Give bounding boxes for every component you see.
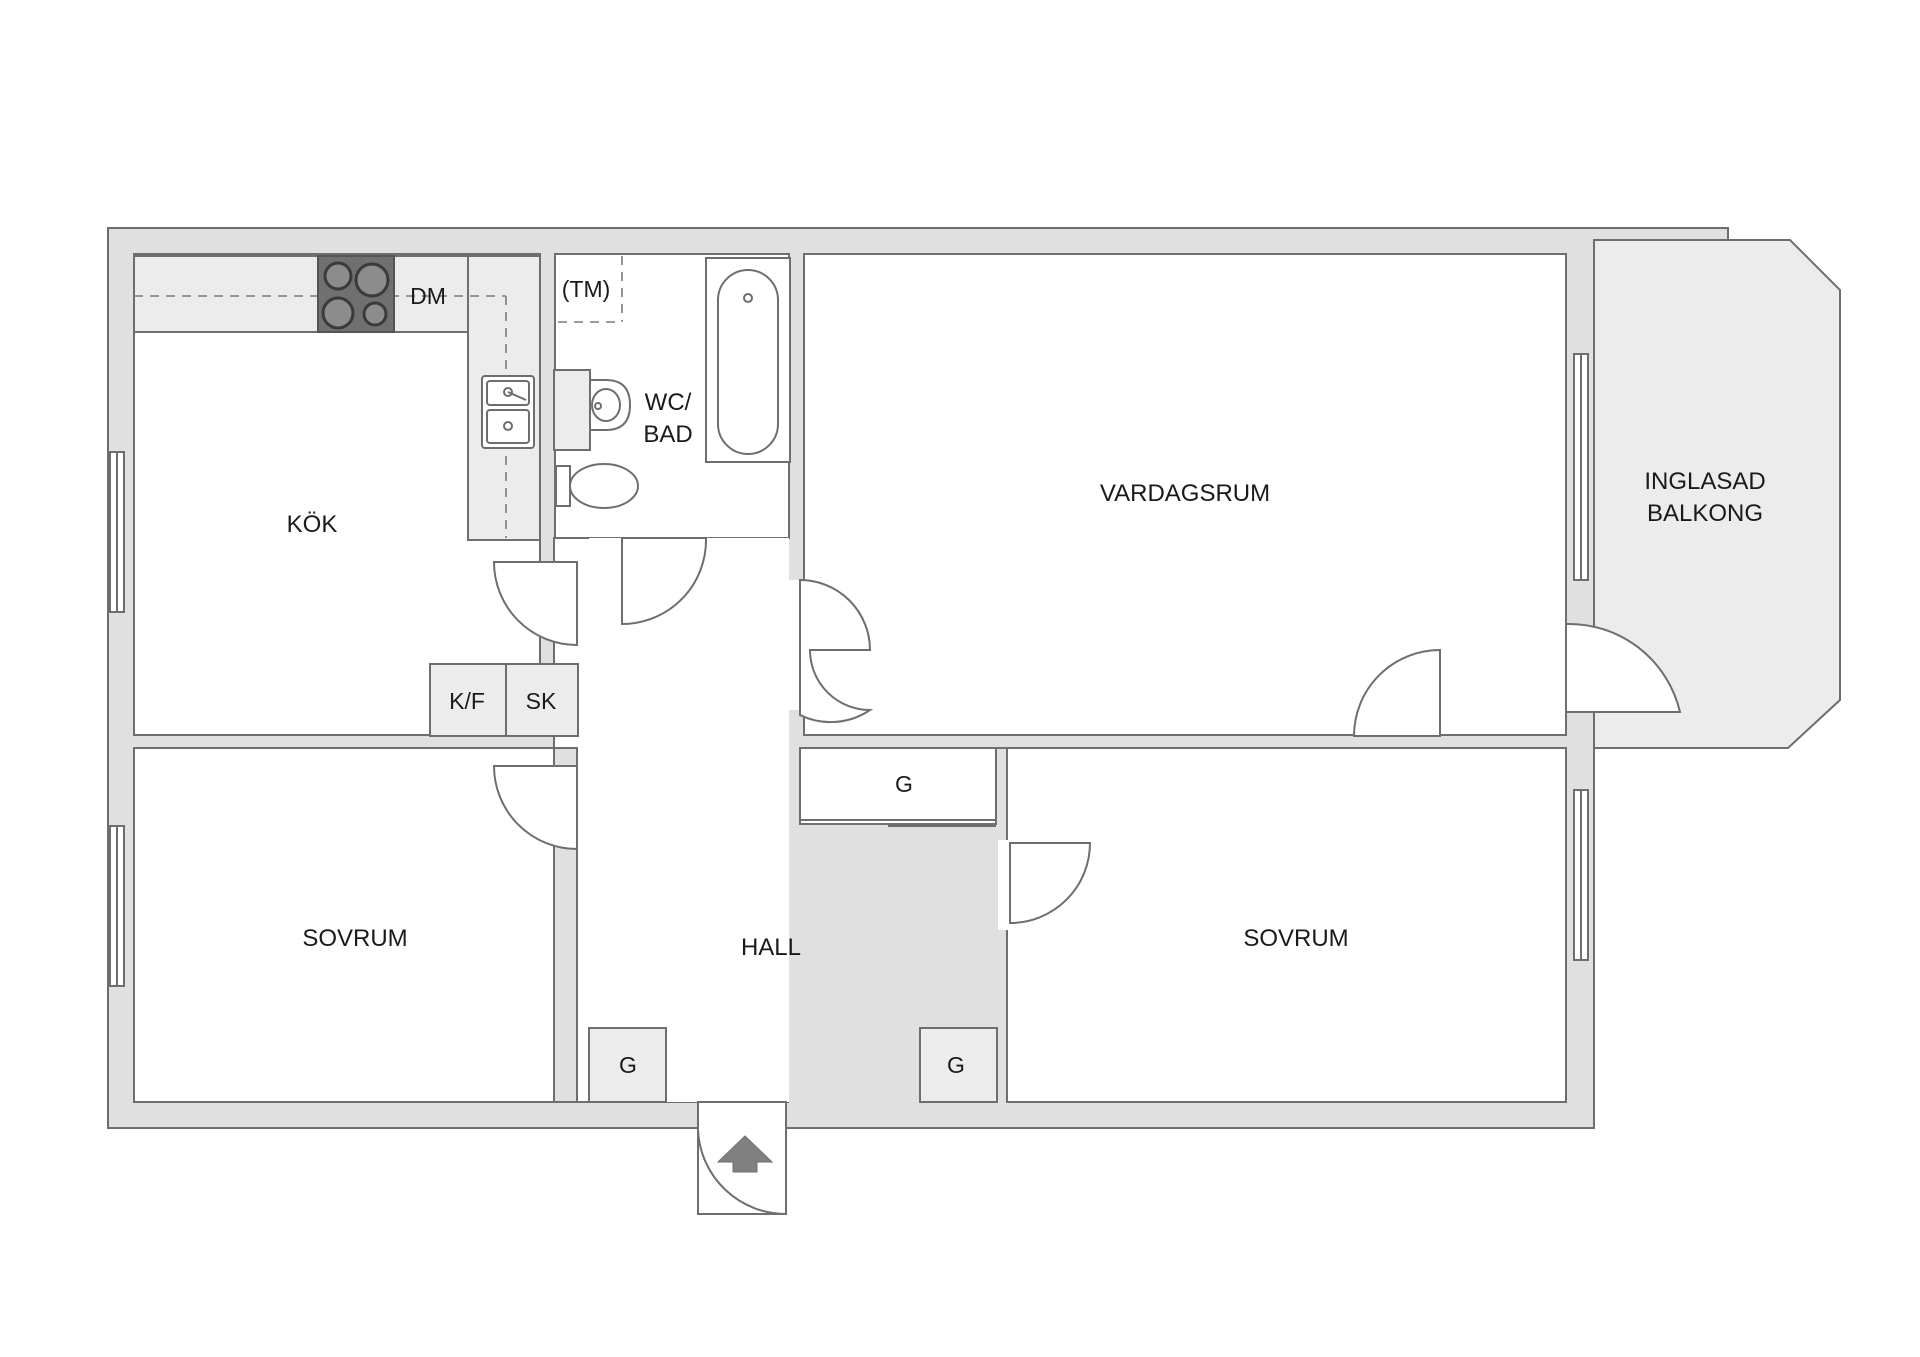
walls xyxy=(107,227,1729,1129)
label-living-room: VARDAGSRUM xyxy=(1100,480,1270,507)
kitchen-counters xyxy=(133,255,579,737)
label-bathroom-line1: WC/ xyxy=(645,389,692,416)
label-fridge-freezer: K/F xyxy=(449,688,485,714)
room-labels: KÖK DM (TM) WC/ BAD VARDAGSRUM INGLASAD … xyxy=(287,276,1766,1078)
label-dishwasher: DM xyxy=(410,283,446,309)
fridge-freezer xyxy=(429,663,507,737)
label-bedroom-right: SOVRUM xyxy=(1243,925,1348,952)
label-kitchen: KÖK xyxy=(287,511,338,538)
washbasin-icon xyxy=(589,379,632,431)
label-broom-cupboard: SK xyxy=(526,688,557,714)
label-bathroom-line2: BAD xyxy=(643,421,692,448)
label-balcony-line1: INGLASAD xyxy=(1644,468,1765,495)
label-washing-machine: (TM) xyxy=(562,276,611,302)
closets xyxy=(588,747,998,1103)
label-closet-right: G xyxy=(947,1052,965,1078)
sink-icon xyxy=(481,375,535,449)
broom-cupboard xyxy=(505,663,579,737)
bathroom-fixtures xyxy=(553,256,791,509)
toilet-icon xyxy=(555,463,639,509)
label-balcony-line2: BALKONG xyxy=(1647,500,1763,527)
label-bedroom-left: SOVRUM xyxy=(302,925,407,952)
entrance-arrow-icon xyxy=(716,1135,774,1173)
label-closet-top: G xyxy=(895,771,913,797)
windows xyxy=(109,353,1589,987)
label-closet-left: G xyxy=(619,1052,637,1078)
label-hall: HALL xyxy=(741,934,801,961)
doors xyxy=(492,537,1682,1216)
